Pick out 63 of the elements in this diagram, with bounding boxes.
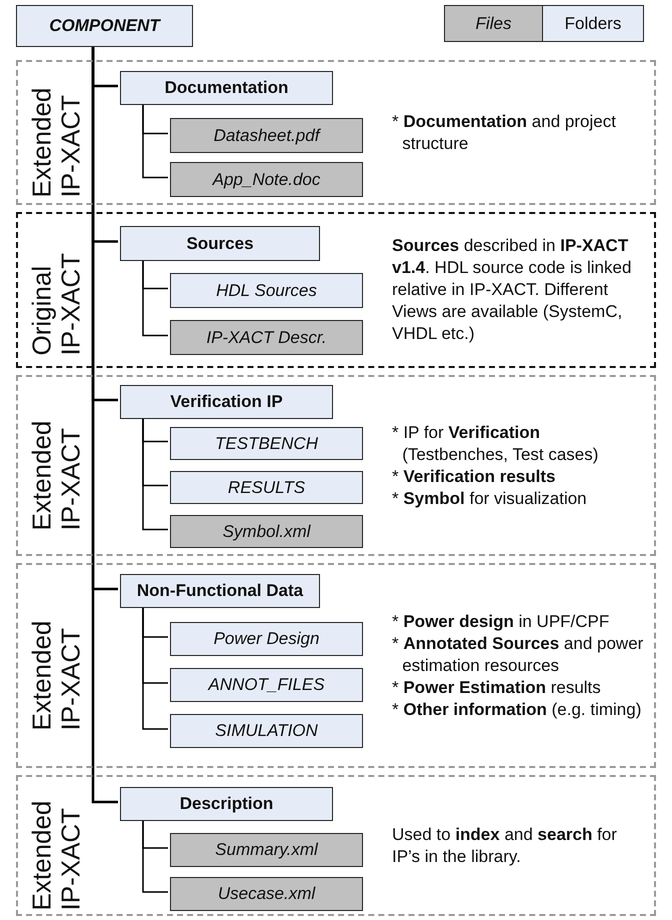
file-box bbox=[170, 118, 363, 153]
folder-box bbox=[170, 427, 363, 460]
node-label: Datasheet.pdf bbox=[214, 126, 320, 146]
section-label: Extended IP-XACT bbox=[28, 620, 84, 730]
node-label: Documentation bbox=[164, 78, 288, 98]
node-label: Summary.xml bbox=[215, 840, 318, 860]
description-text: Sources described in IP-XACT v1.4. HDL source code is linked relative in IP-XACT. Different Views are available (SystemC, VHDL etc.) bbox=[392, 235, 632, 346]
tree-connector bbox=[92, 47, 118, 804]
node-label: Power Design bbox=[214, 629, 320, 649]
tree-connector bbox=[142, 819, 168, 893]
section-label: Extended IP-XACT bbox=[28, 800, 84, 910]
section-band bbox=[16, 375, 656, 556]
legend-label: Folders bbox=[564, 14, 622, 34]
description-text: *Symbol for visualization bbox=[392, 488, 588, 510]
folder-box bbox=[120, 226, 320, 261]
node-label: SIMULATION bbox=[215, 721, 318, 741]
file-box bbox=[170, 877, 363, 911]
legend-label: Files bbox=[476, 14, 512, 34]
file-box bbox=[170, 320, 363, 355]
folder-box bbox=[170, 668, 363, 702]
node-label: HDL Sources bbox=[216, 280, 317, 300]
folder-box bbox=[120, 71, 333, 105]
file-box bbox=[170, 833, 363, 867]
section-label: Extended IP-XACT bbox=[28, 86, 84, 198]
folder-box bbox=[170, 714, 363, 748]
node-label: App_Note.doc bbox=[212, 170, 320, 190]
node-label: Verification IP bbox=[170, 392, 283, 412]
section-band bbox=[16, 212, 656, 368]
node-label: IP-XACT Descr. bbox=[206, 328, 327, 348]
folder-box bbox=[170, 471, 363, 504]
node-label: Usecase.xml bbox=[218, 884, 316, 904]
section-band bbox=[16, 775, 656, 916]
description-text: *Verification results bbox=[392, 466, 556, 488]
tree-connector bbox=[142, 606, 168, 730]
tree-connector bbox=[142, 417, 168, 530]
description-text: * IP for Verification (Testbenches, Test cases) bbox=[392, 422, 600, 466]
node-label: RESULTS bbox=[228, 478, 306, 498]
tree-connector bbox=[142, 103, 168, 178]
folder-box bbox=[170, 622, 363, 656]
folder-box bbox=[120, 787, 333, 821]
folder-box bbox=[120, 574, 320, 608]
node-label: Sources bbox=[186, 234, 254, 254]
node-label: ANNOT_FILES bbox=[208, 675, 325, 695]
section-band bbox=[16, 60, 656, 205]
root-box bbox=[16, 5, 193, 47]
node-label: Description bbox=[180, 794, 274, 814]
description-text: *Power Estimation results bbox=[392, 676, 602, 699]
node-label: TESTBENCH bbox=[215, 434, 318, 454]
description-text: Used to index and search for IP’s in the library. bbox=[392, 824, 618, 868]
section-band bbox=[16, 563, 656, 768]
file-box bbox=[170, 162, 363, 197]
section-label: Extended IP-XACT bbox=[28, 420, 84, 530]
node-label: Non-Functional Data bbox=[136, 581, 304, 601]
description-text: *Documentation and project structure bbox=[392, 110, 617, 155]
folder-box bbox=[170, 273, 363, 308]
folder-box bbox=[120, 385, 333, 419]
file-box bbox=[170, 515, 363, 548]
tree-connector bbox=[142, 259, 168, 336]
description-text: *Power design in UPF/CPF bbox=[392, 610, 610, 633]
section-label: Original IP-XACT bbox=[28, 251, 84, 355]
description-text: *Other information (e.g. timing) bbox=[392, 698, 642, 721]
node-label: Symbol.xml bbox=[222, 522, 310, 542]
node-label: COMPONENT bbox=[49, 16, 160, 36]
